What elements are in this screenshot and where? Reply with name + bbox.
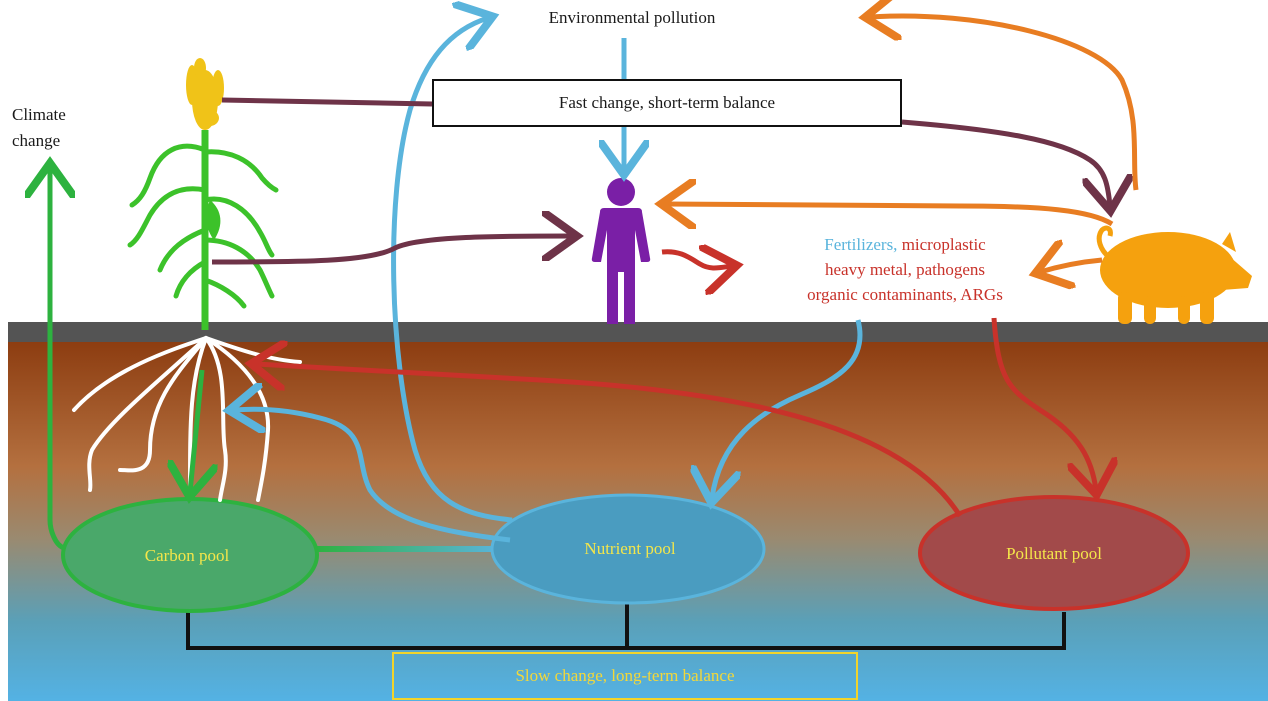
climate-change-label: Climate change	[12, 105, 66, 150]
human-to-pollutants-arrow	[661, 252, 732, 268]
slow-change-label: Slow change, long-term balance	[515, 666, 735, 685]
box-to-pig-arrow	[901, 119, 1110, 206]
carbon-pool-label: Carbon pool	[144, 546, 230, 565]
slow-change-box: Slow change, long-term balance	[392, 652, 858, 700]
carbon-to-climate-arrow	[50, 168, 64, 551]
heavy-metal-pathogens-label: heavy metal, pathogens	[824, 260, 986, 279]
pig-to-human-arrow	[666, 204, 1114, 224]
carbon-nutrient-link	[314, 546, 500, 552]
tassel-to-box-arrow	[221, 97, 433, 107]
organic-args-label: organic contaminants, ARGs	[807, 285, 1003, 304]
fast-change-label: Fast change, short-term balance	[558, 93, 776, 112]
nutrient-to-root-arrow	[234, 409, 511, 543]
root-to-carbon-arrow	[190, 369, 202, 492]
pollutants-to-pool-arrow	[991, 317, 1096, 490]
pig-icon	[1096, 225, 1252, 324]
fertilizers-label: Fertilizers,	[824, 235, 898, 254]
nutrient-to-env-arrow	[391, 18, 513, 523]
pollutant-pool-label: Pollutant pool	[1006, 544, 1102, 563]
plant-to-human-arrow	[211, 236, 572, 265]
environmental-pollution-label: Environmental pollution	[548, 8, 716, 27]
ground-surface	[8, 322, 1268, 342]
pollutant-to-root-arrow	[256, 364, 963, 518]
corn-plant-icon	[127, 58, 279, 330]
fast-change-box: Fast change, short-term balance	[432, 79, 902, 127]
microplastic-label: microplastic	[901, 235, 986, 254]
pig-to-pollutants-arrow	[1040, 260, 1103, 272]
pollutant-list: Fertilizers, microplastic heavy metal, p…	[740, 232, 1070, 307]
pollutant-pool-ellipse	[918, 495, 1190, 611]
nutrient-pool-ellipse	[490, 493, 766, 605]
pool-bracket	[186, 602, 1066, 650]
nutrient-pool-label: Nutrient pool	[584, 539, 676, 558]
pig-to-env-arrow	[870, 16, 1139, 191]
human-icon	[591, 178, 651, 324]
fertilizer-to-nutrient-arrow	[712, 319, 863, 498]
pollutant-list-line-1: Fertilizers, microplastic	[740, 232, 1070, 257]
